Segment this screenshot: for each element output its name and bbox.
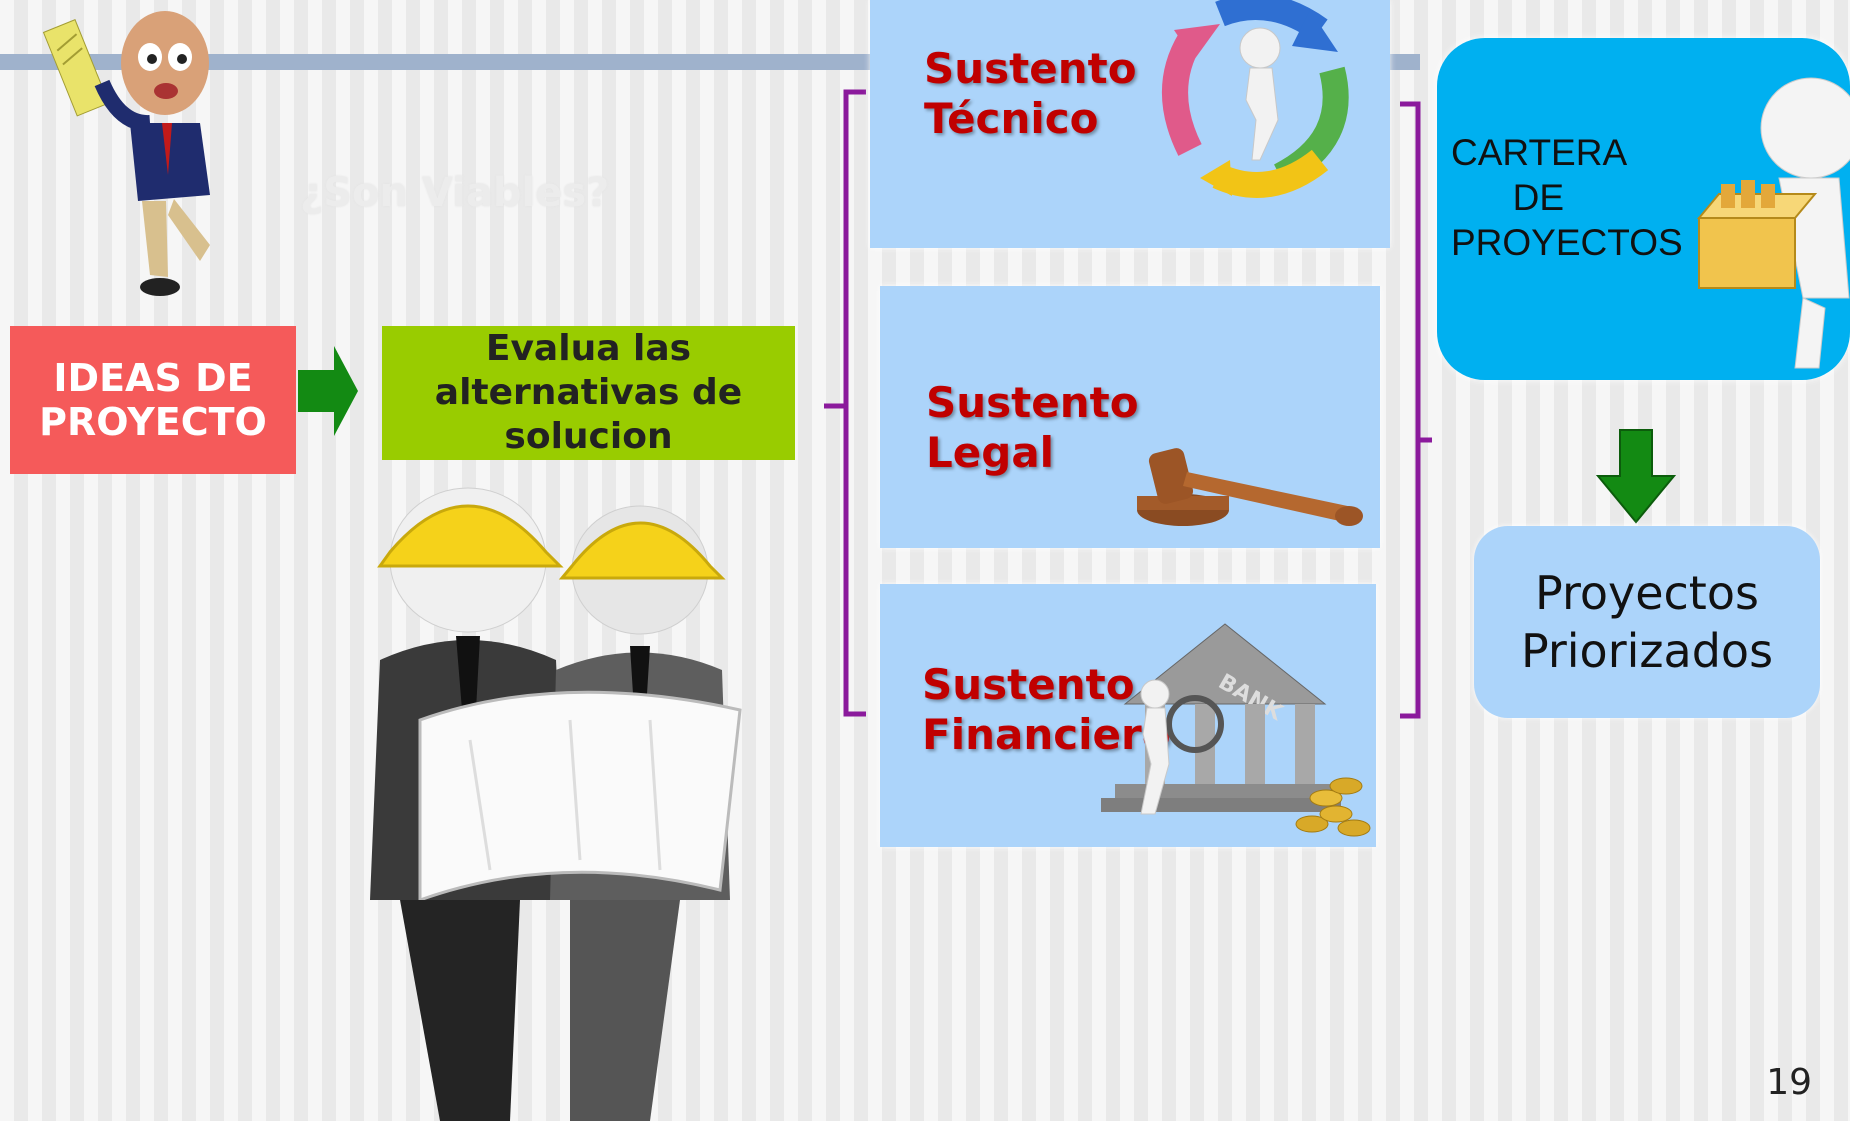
left-bracket-icon xyxy=(824,89,866,717)
ideas-line1: IDEAS DE xyxy=(53,356,253,400)
sustento-legal-line1: Sustento xyxy=(926,378,1139,427)
evalua-line1: Evalua las xyxy=(485,328,692,369)
sustento-legal-panel: Sustento Legal xyxy=(880,286,1380,548)
ideas-de-proyecto-box: IDEAS DE PROYECTO xyxy=(10,326,296,474)
gavel-icon xyxy=(1137,448,1363,526)
page-number: 19 xyxy=(1766,1062,1812,1103)
cartera-de-proyectos-box: CARTERA DE PROYECTOS xyxy=(1437,38,1850,380)
sustento-legal-line2: Legal xyxy=(926,428,1055,477)
sustento-financiero-panel: Sustento Financiero BANK xyxy=(880,584,1376,847)
sustento-tecnico-panel: Sustento Técnico xyxy=(870,0,1390,248)
evalua-line2: alternativas de xyxy=(434,372,743,413)
down-arrow-icon xyxy=(1595,429,1677,524)
sustento-financiero-line1: Sustento xyxy=(922,660,1135,709)
cycle-arrows-icon xyxy=(1162,0,1349,198)
ideas-line2: PROYECTO xyxy=(39,400,267,444)
sustento-tecnico-line1: Sustento xyxy=(924,44,1137,93)
coins-icon xyxy=(1295,777,1371,837)
sustento-legal-label: Sustento Legal xyxy=(926,378,1139,478)
sustento-tecnico-line2: Técnico xyxy=(924,94,1099,143)
cartera-label: CARTERA DE PROYECTOS xyxy=(1451,132,1683,263)
bank-icon: BANK xyxy=(1101,623,1341,815)
sustento-tecnico-label: Sustento Técnico xyxy=(924,44,1137,144)
sustento-financiero-label: Sustento Financiero xyxy=(922,660,1171,760)
engineers-figure-icon xyxy=(370,487,742,1121)
priorizados-line1: Proyectos xyxy=(1535,566,1759,620)
proyectos-priorizados-box: Proyectos Priorizados xyxy=(1474,526,1820,718)
right-bracket-icon xyxy=(1400,101,1432,719)
presenter-figure-icon xyxy=(42,11,210,296)
priorizados-line2: Priorizados xyxy=(1520,624,1774,678)
right-arrow-icon xyxy=(298,346,358,436)
faded-question: ¿Son Viables? xyxy=(300,170,610,216)
sustento-financiero-line2: Financiero xyxy=(922,710,1171,759)
box-carrier-icon xyxy=(1696,77,1850,369)
evalua-alternativas-box: Evalua las alternativas de solucion xyxy=(382,326,795,460)
evalua-line3: solucion xyxy=(504,416,673,457)
